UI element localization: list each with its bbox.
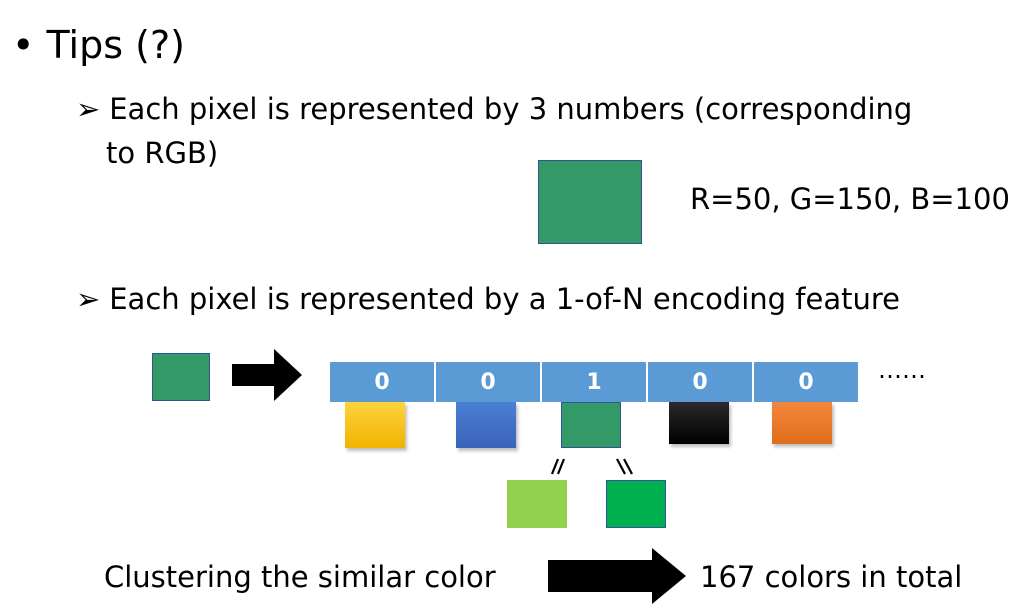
palette-swatch-yellow [345, 402, 405, 448]
slide-title: • Tips (?) [12, 22, 185, 68]
encoding-cell: 0 [754, 362, 858, 402]
cluster-arrow-icon [548, 548, 686, 604]
bullet-glyph: • [12, 23, 35, 67]
input-pixel-swatch [152, 353, 210, 401]
encoding-cell: 0 [436, 362, 540, 402]
rgb-color-swatch [538, 160, 642, 244]
palette-swatch-green [561, 402, 621, 448]
point1-text-line1: Each pixel is represented by 3 numbers (… [109, 92, 913, 126]
total-colors-text: 167 colors in total [700, 560, 963, 594]
encoding-cell: 0 [330, 362, 434, 402]
title-text: Tips (?) [46, 23, 185, 67]
palette-swatch-orange [772, 402, 832, 444]
point2-line: ➢ Each pixel is represented by a 1-of-N … [76, 277, 900, 321]
encoding-cell: 0 [648, 362, 752, 402]
approx-equal-icon [550, 458, 566, 475]
encoding-cell: 1 [542, 362, 646, 402]
arrow-marker-icon: ➢ [76, 282, 101, 316]
rgb-label: R=50, G=150, B=100 [690, 182, 1010, 216]
similar-swatch-light-green [507, 480, 567, 528]
clustering-text: Clustering the similar color [104, 560, 496, 594]
arrow-marker-icon: ➢ [76, 92, 101, 126]
point1-line2: to RGB) [106, 136, 219, 170]
similar-swatch-green [606, 480, 666, 528]
encode-arrow-icon [232, 349, 302, 401]
point2-text: Each pixel is represented by a 1-of-N en… [109, 282, 900, 316]
ellipsis: …… [878, 356, 926, 384]
point1-line1: ➢ Each pixel is represented by 3 numbers… [76, 87, 912, 131]
palette-swatch-blue [456, 402, 516, 448]
palette-swatch-black [669, 402, 729, 444]
approx-equal-icon [616, 458, 633, 475]
